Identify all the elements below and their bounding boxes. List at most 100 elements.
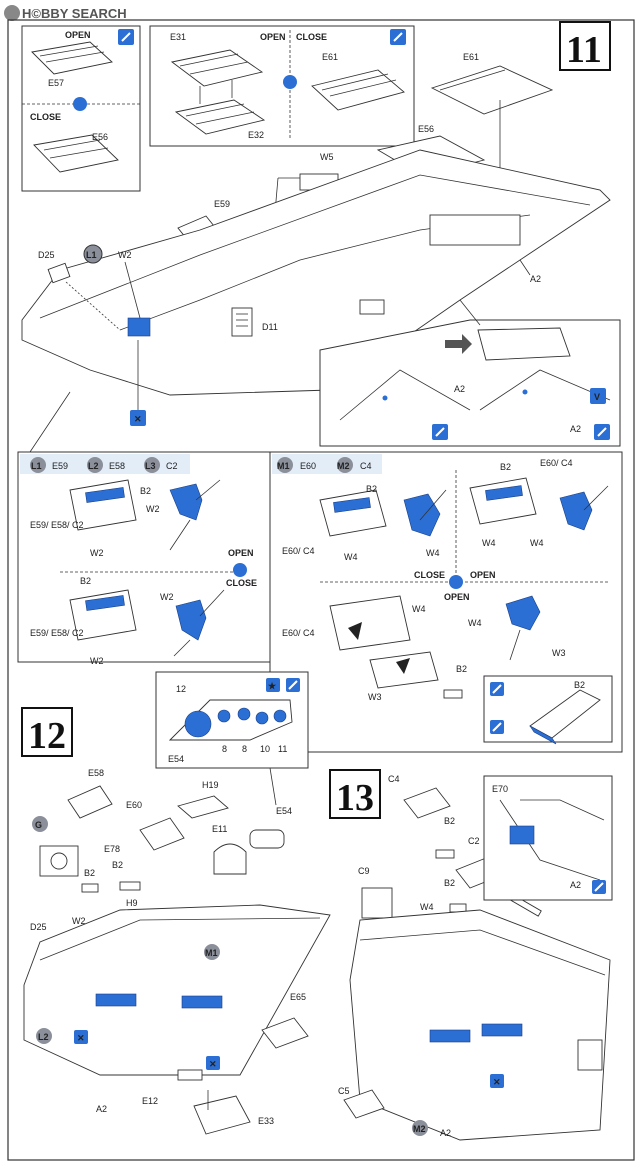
l-b2-top: B2 — [140, 486, 151, 496]
m-b2-tr: B2 — [500, 462, 511, 472]
pencil-icon-5 — [286, 678, 300, 692]
inset-e54: ★ 12 E54 8 8 10 11 — [155, 671, 309, 769]
close-label-2: CLOSE — [296, 32, 327, 42]
panel-l-variants: L1 E59 L2 E58 L3 C2 B2 E59/ E58/ C2 W2 W… — [17, 451, 271, 666]
s12-h9: H9 — [126, 898, 138, 908]
m-w3-bottom: W3 — [368, 692, 382, 702]
s12-e58: E58 — [88, 768, 104, 778]
svg-text:V: V — [594, 392, 600, 402]
s13-hull — [349, 909, 611, 1141]
m-e60c4-tl: E60/ C4 — [282, 546, 315, 556]
s13-c5: C5 — [338, 1086, 350, 1096]
s12-e12: E12 — [142, 1096, 158, 1106]
l-w2-top: W2 — [90, 548, 104, 558]
step-11: 11 OPEN CLOSE E57 E56 E31 OPEN CLOSE — [21, 21, 621, 453]
inset-a2-label: A2 — [570, 880, 581, 890]
callout-d25: D25 — [38, 250, 55, 260]
badge-l3: L3 — [145, 461, 156, 471]
cement-icon — [432, 424, 448, 440]
l-e59e58c2-bottom: E59/ E58/ C2 — [30, 628, 84, 638]
m-w4-detail-tr: W4 — [530, 538, 544, 548]
m-w3-detail-bottom: W3 — [552, 648, 566, 658]
l-w2-detail-top: W2 — [146, 504, 160, 514]
inset-e31-e61: E31 OPEN CLOSE E32 E61 — [149, 25, 415, 147]
svg-text:✕: ✕ — [493, 1077, 501, 1087]
s13-b2-a: B2 — [444, 816, 455, 826]
arrow-icon — [445, 334, 472, 354]
m-open: OPEN — [470, 570, 496, 580]
svg-text:✕: ✕ — [77, 1033, 85, 1043]
badge-m2: M2 — [337, 461, 350, 471]
pencil-icon-2 — [390, 29, 406, 45]
pencil-icon-6 — [592, 880, 606, 894]
l-w2-bottom: W2 — [90, 656, 104, 666]
s12-badge-l2: L2 — [38, 1032, 49, 1042]
m-w4-tr: W4 — [482, 538, 496, 548]
part-e61-plate: E61 — [430, 52, 554, 210]
svg-text:✕: ✕ — [134, 414, 142, 424]
star-icon: ★ — [266, 678, 280, 692]
s13-w4: W4 — [420, 902, 434, 912]
callout-e32: E32 — [248, 130, 264, 140]
step-13: 13 C4 B2 C2 B2 B2 C9 W4 L3 W2 E70 D25 E7… — [329, 769, 613, 1141]
svg-text:★: ★ — [268, 681, 277, 691]
open-label: OPEN — [65, 30, 91, 40]
mirror-icon-2 — [283, 75, 297, 89]
m-w4-bottom: W4 — [412, 604, 426, 614]
badge-g-label: G — [35, 820, 42, 830]
l3-part: C2 — [166, 461, 178, 471]
callout-e57: E57 — [48, 78, 64, 88]
pencil-icon — [118, 29, 134, 45]
callout-d11: D11 — [262, 322, 278, 332]
l-w2-detail-bottom: W2 — [160, 592, 174, 602]
l2-part: E58 — [109, 461, 125, 471]
callout-e61: E61 — [463, 52, 479, 62]
callout-e56: E56 — [92, 132, 108, 142]
s12-e78: E78 — [104, 844, 120, 854]
step-number-box — [559, 21, 611, 71]
callout-w5: W5 — [320, 152, 334, 162]
variant-badge-l1: L1 — [83, 244, 103, 264]
step-number: 11 — [566, 29, 602, 71]
inset-e70-label: E70 — [492, 784, 508, 794]
callout-e61-inset: E61 — [322, 52, 338, 62]
l-b2-bottom: B2 — [80, 576, 91, 586]
watermark: H©BBY SEARCH — [4, 5, 127, 21]
pencil-icon-3 — [594, 424, 610, 440]
m-b2-tl: B2 — [366, 484, 377, 494]
svg-text:✕: ✕ — [209, 1059, 217, 1069]
step-12-box — [21, 707, 73, 757]
callout-e59: E59 — [214, 199, 230, 209]
m-e60c4-bottom: E60/ C4 — [282, 628, 315, 638]
badge-m1: M1 — [277, 461, 290, 471]
knob-8a: 8 — [222, 744, 227, 754]
m-b2-bottom: B2 — [456, 664, 467, 674]
m-e60c4-tr: E60/ C4 — [540, 458, 573, 468]
s12-b2: B2 — [112, 860, 123, 870]
badge-g — [32, 816, 48, 832]
l-open: OPEN — [228, 548, 254, 558]
s13-c2: C2 — [468, 836, 480, 846]
callout-e56-main: E56 — [418, 124, 434, 134]
s12-e11: E11 — [212, 824, 227, 834]
watermark-text: H©BBY SEARCH — [22, 6, 127, 21]
m-open-2: OPEN — [444, 592, 470, 602]
page-frame — [7, 19, 635, 1161]
open-label-2: OPEN — [260, 32, 286, 42]
glue-icon: ✕ — [130, 410, 146, 426]
s12-hull — [23, 904, 331, 1076]
variant-l1-label: L1 — [86, 250, 97, 260]
callout-w2: W2 — [118, 250, 132, 260]
knob-11: 11 — [278, 744, 287, 754]
badge-l1: L1 — [31, 461, 42, 471]
s12-a2: A2 — [96, 1104, 107, 1114]
m-w4-tl: W4 — [344, 552, 358, 562]
s13-badge-m2: M2 — [413, 1124, 426, 1134]
s12-b2-2: B2 — [84, 868, 95, 878]
panel-m-variants: M1 E60 M2 C4 CLOSE OPEN OPEN B2 E60/ C4 … — [269, 451, 623, 753]
l-e59e58c2-top: E59/ E58/ C2 — [30, 520, 84, 530]
callout-a2-detail-2: A2 — [570, 424, 581, 434]
s12-d25: D25 — [30, 922, 47, 932]
step-13-number: 13 — [336, 777, 374, 819]
